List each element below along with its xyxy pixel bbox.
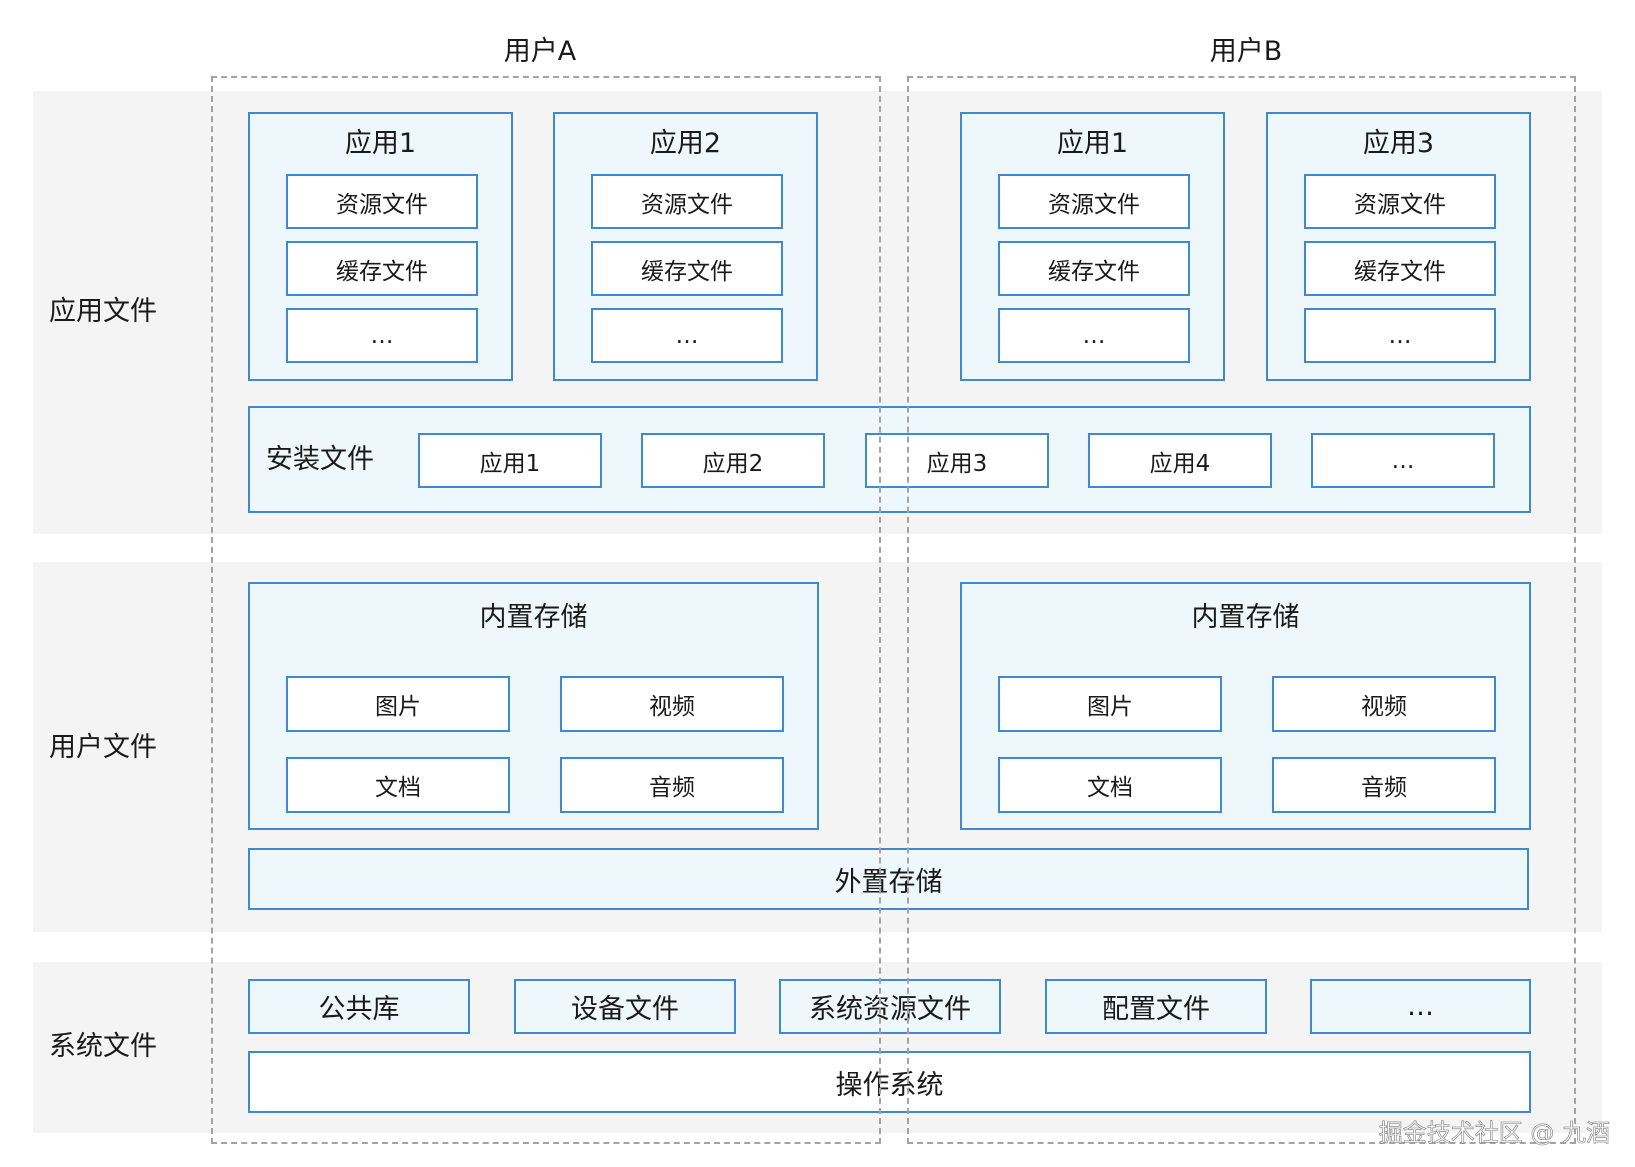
app-panel-title: 应用1 bbox=[344, 128, 417, 159]
install-item-app1: 应用1 bbox=[418, 433, 602, 488]
user-a-title: 用户A bbox=[503, 36, 577, 67]
app-panel-a-2: 应用2 资源文件 缓存文件 … bbox=[553, 112, 818, 381]
app-panel-title: 应用2 bbox=[649, 128, 722, 159]
system-item-public-libs: 公共库 bbox=[248, 979, 470, 1034]
app-item-more: … bbox=[998, 308, 1190, 363]
external-storage: 外置存储 bbox=[248, 848, 1529, 910]
app-panel-b-3: 应用3 资源文件 缓存文件 … bbox=[1266, 112, 1531, 381]
storage-item-documents: 文档 bbox=[286, 757, 510, 813]
internal-storage-a: 内置存储 图片 视频 文档 音频 bbox=[248, 582, 819, 830]
app-item-cache: 缓存文件 bbox=[286, 241, 478, 296]
storage-item-video: 视频 bbox=[1272, 676, 1496, 732]
app-item-resource: 资源文件 bbox=[998, 174, 1190, 229]
app-item-more: … bbox=[591, 308, 783, 363]
app-item-more: … bbox=[286, 308, 478, 363]
storage-item-video: 视频 bbox=[560, 676, 784, 732]
install-item-app4: 应用4 bbox=[1088, 433, 1272, 488]
row-label-app-files: 应用文件 bbox=[49, 296, 157, 327]
install-files-panel: 安装文件 应用1 应用2 应用3 应用4 … bbox=[248, 406, 1531, 513]
row-label-user-files: 用户文件 bbox=[49, 732, 157, 763]
storage-item-documents: 文档 bbox=[998, 757, 1222, 813]
app-item-cache: 缓存文件 bbox=[1304, 241, 1496, 296]
watermark: 掘金技术社区 @ 九酒 bbox=[1378, 1119, 1610, 1148]
app-item-cache: 缓存文件 bbox=[998, 241, 1190, 296]
operating-system: 操作系统 bbox=[248, 1051, 1531, 1113]
app-panel-a-1: 应用1 资源文件 缓存文件 … bbox=[248, 112, 513, 381]
internal-storage-title: 内置存储 bbox=[1191, 602, 1300, 633]
app-panel-title: 应用3 bbox=[1362, 128, 1435, 159]
system-item-more: … bbox=[1310, 979, 1531, 1034]
system-item-system-resources: 系统资源文件 bbox=[779, 979, 1001, 1034]
app-item-resource: 资源文件 bbox=[591, 174, 783, 229]
app-panel-b-1: 应用1 资源文件 缓存文件 … bbox=[960, 112, 1225, 381]
storage-item-images: 图片 bbox=[286, 676, 510, 732]
system-item-config-files: 配置文件 bbox=[1045, 979, 1267, 1034]
install-files-label: 安装文件 bbox=[266, 444, 374, 475]
app-item-resource: 资源文件 bbox=[1304, 174, 1496, 229]
install-item-app3: 应用3 bbox=[865, 433, 1049, 488]
app-item-resource: 资源文件 bbox=[286, 174, 478, 229]
storage-item-audio: 音频 bbox=[560, 757, 784, 813]
install-item-app2: 应用2 bbox=[641, 433, 825, 488]
system-item-device-files: 设备文件 bbox=[514, 979, 736, 1034]
internal-storage-title: 内置存储 bbox=[479, 602, 588, 633]
app-panel-title: 应用1 bbox=[1056, 128, 1129, 159]
internal-storage-b: 内置存储 图片 视频 文档 音频 bbox=[960, 582, 1531, 830]
row-label-system-files: 系统文件 bbox=[49, 1031, 157, 1062]
storage-item-audio: 音频 bbox=[1272, 757, 1496, 813]
app-item-more: … bbox=[1304, 308, 1496, 363]
user-b-title: 用户B bbox=[1209, 36, 1283, 67]
install-item-more: … bbox=[1311, 433, 1495, 488]
app-item-cache: 缓存文件 bbox=[591, 241, 783, 296]
storage-item-images: 图片 bbox=[998, 676, 1222, 732]
